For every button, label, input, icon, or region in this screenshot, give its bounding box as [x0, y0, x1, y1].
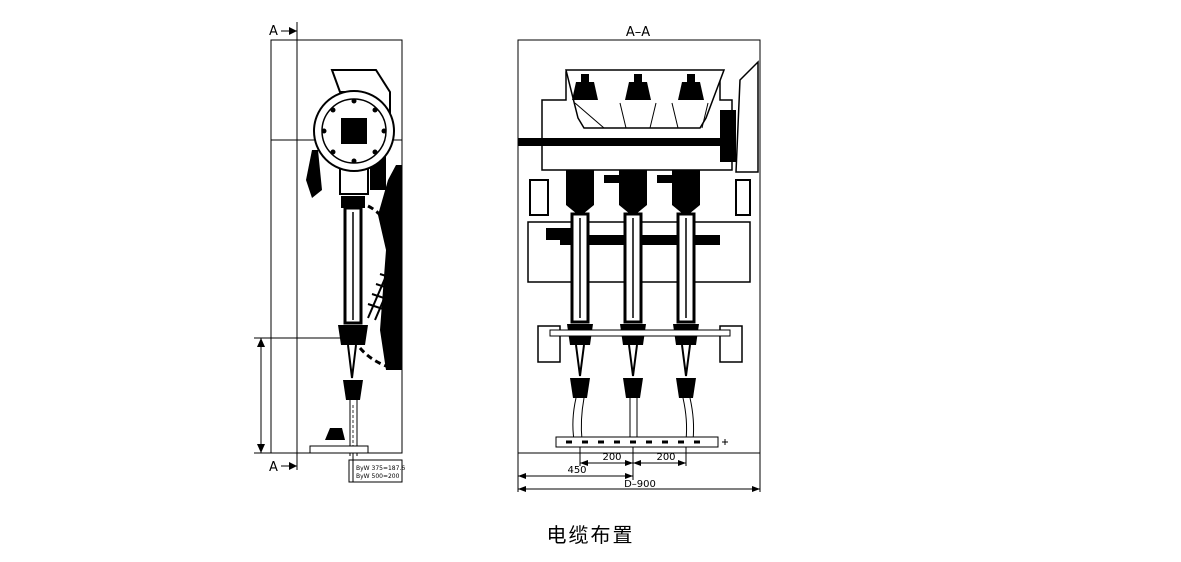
dashed-cable-route-lower — [358, 347, 393, 370]
section-letter-bottom: A — [269, 460, 278, 475]
dim-label-depth: D–900 — [624, 479, 656, 490]
cable-terminal-phase-2 — [619, 170, 647, 440]
cabinet-outline-front — [517, 39, 761, 454]
gland-plate — [555, 436, 728, 448]
busbar-compartment — [518, 60, 759, 173]
section-marker-bottom: A — [269, 460, 297, 475]
dim-label-pitch-2: 200 — [656, 452, 675, 463]
surge-arrester — [367, 261, 399, 321]
floor-bracket — [309, 428, 369, 454]
note-box: ByW 375=187.6 ByW 500=200 — [348, 453, 405, 483]
note-line-1: ByW 375=187.6 — [356, 465, 405, 472]
cable-terminal-side — [338, 196, 368, 456]
cable-terminal-phase-1 — [566, 170, 594, 441]
section-view-title: A–A — [626, 25, 650, 40]
breaker-mechanism — [306, 69, 395, 198]
section-letter-top: A — [269, 24, 278, 39]
section-marker-top: A — [269, 24, 297, 39]
dimension-lines: 200 200 450 D–900 — [517, 447, 761, 492]
height-dimension — [254, 337, 271, 454]
side-view: A A — [254, 22, 405, 483]
dim-label-offset: 450 — [567, 465, 586, 476]
dashed-cable-route-upper — [367, 204, 392, 233]
cable-terminal-phase-3 — [672, 170, 700, 441]
section-view: A–A — [517, 25, 761, 492]
diagram-caption: 电缆布置 — [546, 523, 635, 547]
cable-clamp-rail — [537, 325, 743, 363]
note-line-2: ByW 500=200 — [356, 473, 400, 480]
dim-label-pitch-1: 200 — [602, 452, 621, 463]
